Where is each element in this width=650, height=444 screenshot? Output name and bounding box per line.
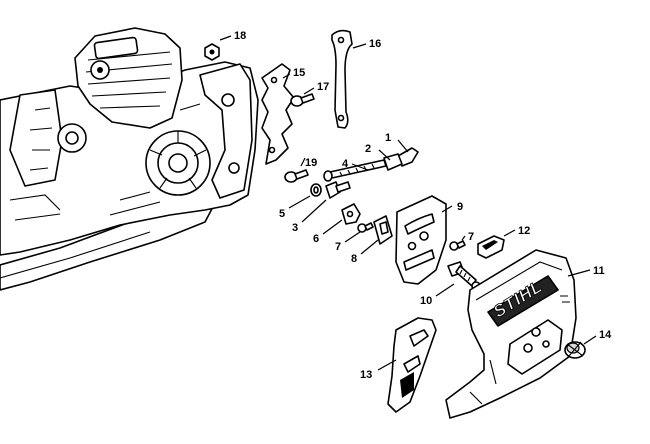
part-17-screw — [290, 93, 315, 107]
callout-numbers: 18 16 15 17 1 2 4 19 5 3 9 6 7 7 8 12 11… — [234, 30, 612, 381]
callout-7-right: 7 — [468, 231, 474, 243]
callout-17: 17 — [317, 81, 329, 93]
callout-16: 16 — [369, 38, 381, 50]
part-5-washer — [310, 183, 322, 197]
callout-1: 1 — [385, 132, 391, 144]
part-12-tab — [477, 235, 505, 259]
part-9-cover-plate — [395, 195, 447, 285]
part-7-screw-left — [357, 222, 374, 233]
callout-2: 2 — [365, 143, 371, 155]
callout-3: 3 — [292, 222, 298, 234]
callout-9: 9 — [457, 201, 463, 213]
callout-13: 13 — [360, 369, 372, 381]
callout-5: 5 — [279, 208, 285, 220]
callout-10: 10 — [420, 295, 432, 307]
callout-4: 4 — [342, 158, 349, 170]
callout-7-left: 7 — [335, 241, 341, 253]
part-11-sprocket-cover: STIHL — [445, 249, 577, 419]
part-8-block — [373, 215, 393, 245]
callout-15: 15 — [293, 67, 305, 79]
engine-assembly — [0, 27, 259, 291]
part-15-bumper-spike — [261, 63, 295, 165]
part-3-stud — [325, 181, 351, 199]
callout-19: 19 — [305, 157, 317, 169]
part-19-screw — [284, 169, 309, 183]
part-7-screw-right — [449, 240, 466, 251]
callout-18: 18 — [234, 30, 246, 42]
callout-12: 12 — [518, 225, 530, 237]
part-10-stud — [447, 261, 481, 291]
part-14-nut — [564, 341, 586, 359]
part-16-bracket — [331, 29, 353, 129]
part-13-guide — [387, 317, 437, 413]
callout-11: 11 — [593, 265, 605, 277]
part-18-nut — [204, 43, 220, 61]
callout-6: 6 — [313, 233, 319, 245]
leader-lines — [219, 35, 597, 371]
callout-8: 8 — [351, 253, 357, 265]
part-6-plate — [341, 203, 361, 225]
callout-14: 14 — [599, 329, 612, 341]
